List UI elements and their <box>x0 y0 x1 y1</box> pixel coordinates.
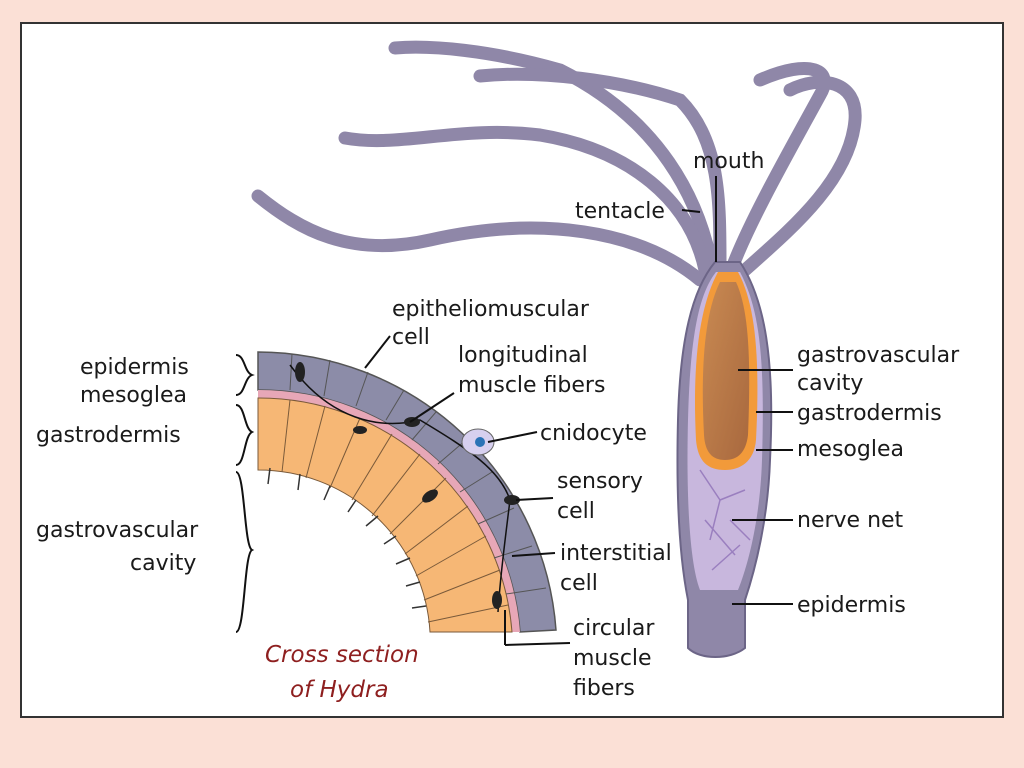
hydra-body <box>676 261 773 658</box>
label-tentacle: tentacle <box>575 199 665 224</box>
label-sensory-cell: cell <box>557 499 595 524</box>
label-gastrodermis-left: gastrodermis <box>36 423 181 448</box>
label-gastrovascular-left: gastrovascular <box>36 518 199 543</box>
label-gastrovascular-right: gastrovascular <box>797 343 960 368</box>
tentacle-2 <box>473 67 727 273</box>
label-gastrodermis-right: gastrodermis <box>797 401 942 426</box>
leader-lines <box>364 176 793 646</box>
cross-section <box>235 351 557 633</box>
cilia <box>267 467 427 609</box>
label-interstitial-cell: cell <box>560 571 598 596</box>
gastrodermis-band <box>257 397 513 633</box>
epidermis-cell-walls <box>289 353 547 595</box>
label-mouth: mouth <box>693 149 764 174</box>
tentacle-5 <box>725 61 831 275</box>
label-mesoglea-right: mesoglea <box>797 437 904 462</box>
cnidocyte-cell <box>461 428 495 456</box>
labels: mouth tentacle epitheliomuscular cell ep… <box>36 149 960 703</box>
label-interstitial: interstitial <box>560 541 672 566</box>
nerve-cells <box>295 362 520 609</box>
label-circular: circular <box>573 616 655 641</box>
label-epidermis-left: epidermis <box>80 355 189 380</box>
label-epidermis-right: epidermis <box>797 593 906 618</box>
brackets <box>235 354 255 633</box>
label-gastrovascular-right-cavity: cavity <box>797 371 863 396</box>
caption-line-1: Cross section <box>265 642 419 668</box>
label-sensory: sensory <box>557 469 643 494</box>
caption-line-2: of Hydra <box>290 677 389 703</box>
label-longitudinal: longitudinal <box>458 343 588 368</box>
label-epitheliomuscular: epitheliomuscular <box>392 297 590 322</box>
gastrovascular-cavity <box>702 282 750 460</box>
label-epitheliomuscular-cell: cell <box>392 325 430 350</box>
tentacle-6 <box>738 75 862 277</box>
tentacle-3 <box>338 125 712 277</box>
nerve-net <box>699 469 751 571</box>
label-circular-fibers: fibers <box>573 676 635 701</box>
tentacles <box>251 40 862 287</box>
label-mesoglea-left: mesoglea <box>80 383 187 408</box>
label-nerve-net: nerve net <box>797 508 904 533</box>
label-cnidocyte: cnidocyte <box>540 421 647 446</box>
label-gastrovascular-left-cavity: cavity <box>130 551 196 576</box>
label-longitudinal-muscle: muscle fibers <box>458 373 605 398</box>
label-circular-muscle: muscle <box>573 646 652 671</box>
gastrodermis-cell-walls <box>281 399 509 623</box>
tentacle-4 <box>251 189 707 287</box>
